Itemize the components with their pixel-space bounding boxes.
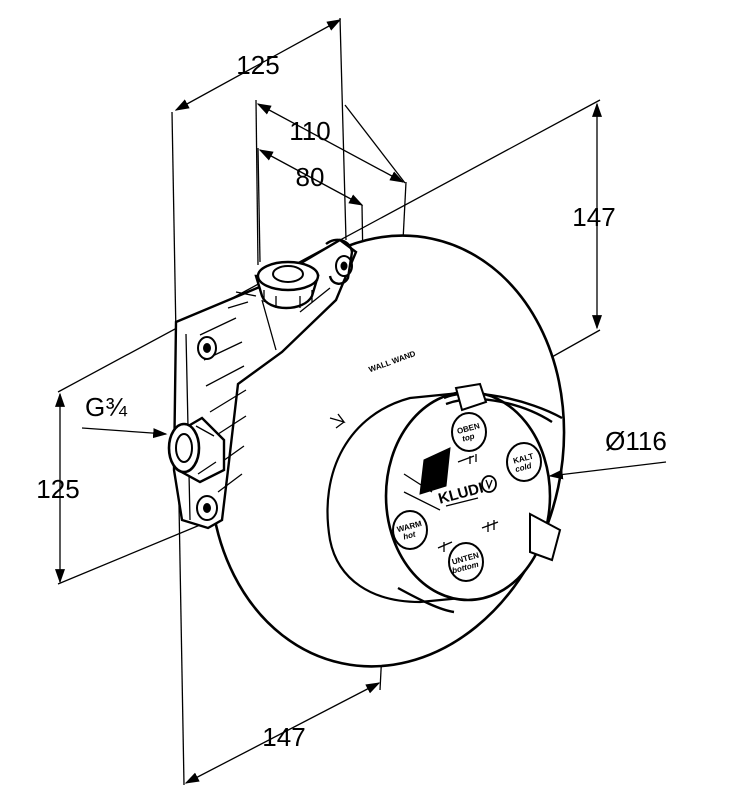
dim-thread: G¾: [85, 392, 127, 422]
dim-diameter: Ø116: [605, 426, 667, 456]
port-cold-sublabel: cold: [514, 461, 533, 474]
dimension-lines: [54, 19, 603, 784]
dim-width-bottom: 147: [262, 722, 305, 752]
dim-height-right: 147: [572, 202, 615, 232]
port-hot: WARM hot: [392, 510, 428, 550]
leader-lines: [81, 427, 667, 480]
port-top-sublabel: top: [461, 432, 475, 444]
dim-height-left: 125: [36, 474, 79, 504]
port-hot-sublabel: hot: [402, 530, 417, 542]
pointer-symbol: [329, 413, 346, 429]
dim-depth-110: 110: [289, 116, 330, 146]
side-port-fitting: [167, 416, 226, 484]
port-cold: KALT cold: [506, 442, 542, 482]
flow-symbols: [437, 454, 499, 552]
port-top: OBEN top: [451, 412, 487, 452]
port-bottom: UNTEN bottom: [448, 542, 484, 582]
dim-width-top: 125: [236, 50, 279, 80]
top-port-fitting: [254, 260, 320, 310]
dim-depth-80: 80: [296, 162, 325, 192]
